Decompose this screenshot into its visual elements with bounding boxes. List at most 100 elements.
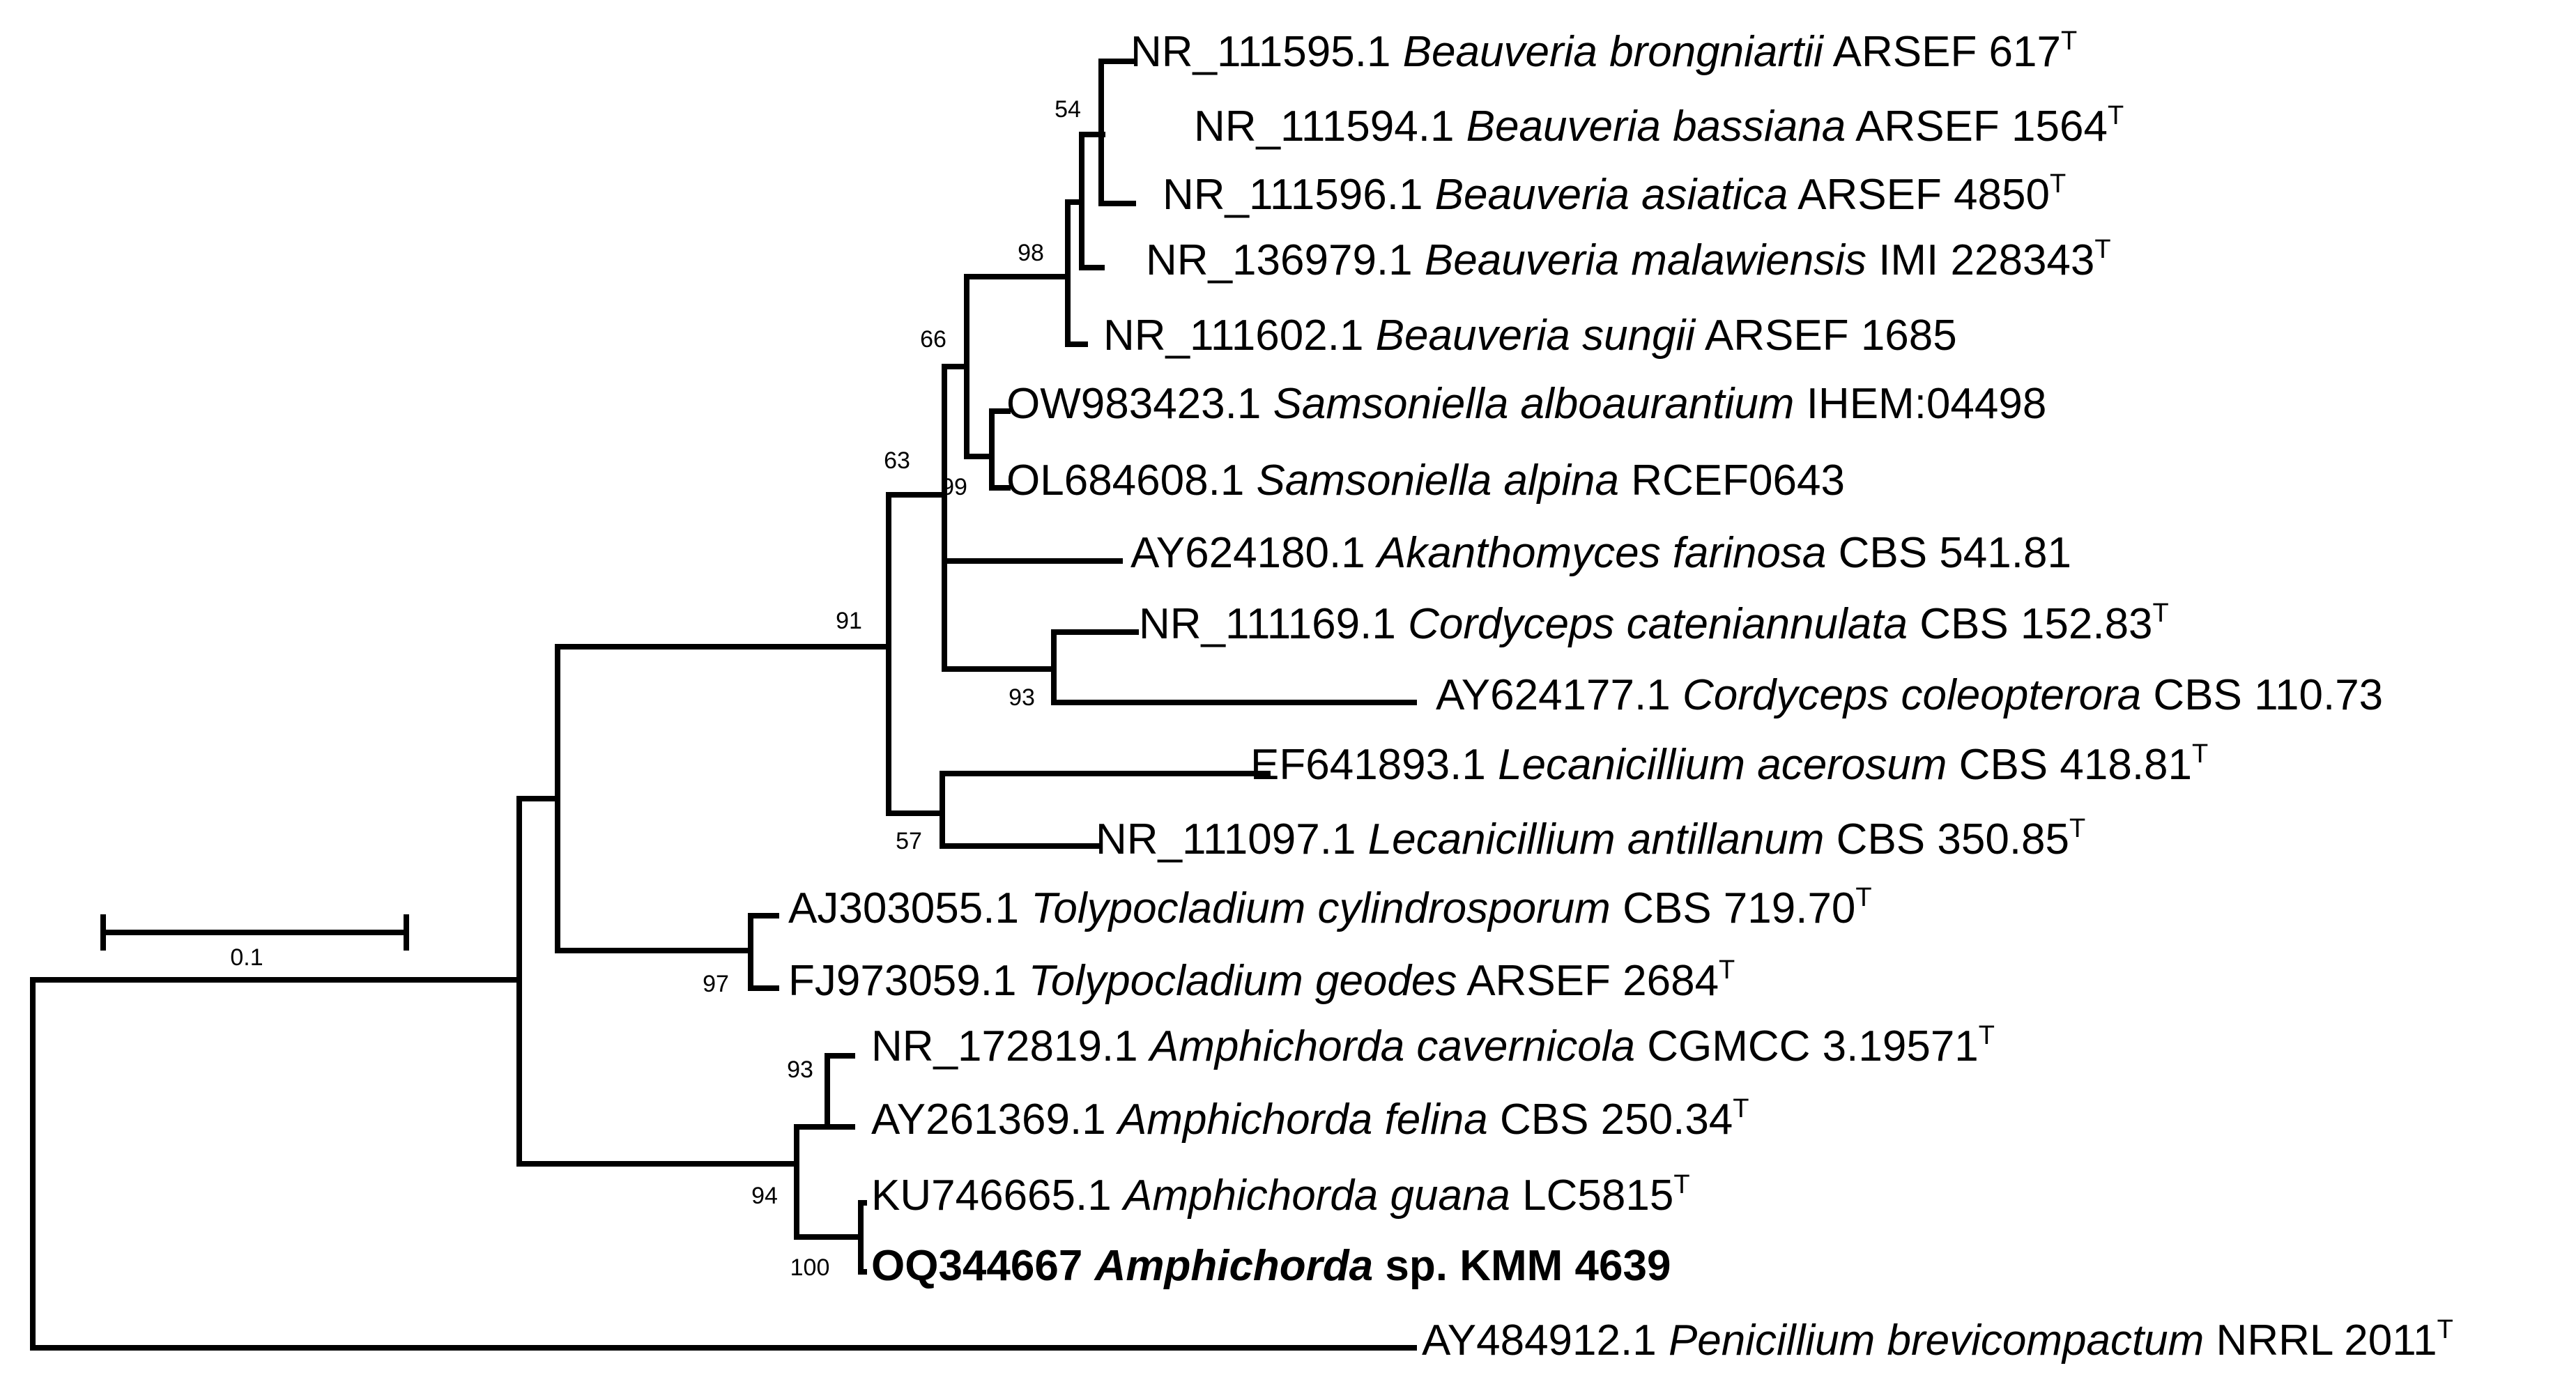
taxon-label: OW983423.1 Samsoniella alboaurantium IHE…: [1006, 380, 2046, 428]
taxon-strain: ARSEF 1685: [1705, 312, 1957, 360]
taxon-accession: NR_111602.1: [1103, 312, 1363, 360]
taxon-label: KU746665.1 Amphichorda guana LC5815T: [871, 1170, 1690, 1220]
taxon-label: NR_172819.1 Amphichorda cavernicola CGMC…: [871, 1021, 1995, 1070]
taxon-species: Cordyceps cateniannulata: [1408, 600, 1908, 648]
taxon-species: Samsoniella alpina: [1257, 456, 1619, 505]
taxon-accession: AY624180.1: [1130, 529, 1365, 577]
branch-node-98: [1065, 199, 1088, 347]
taxon-accession: NR_136979.1: [1146, 236, 1413, 284]
bootstrap-value: 93: [1009, 684, 1035, 711]
taxon-accession: OW983423.1: [1006, 380, 1261, 428]
taxon-species: Samsoniella alboaurantium: [1273, 380, 1795, 428]
branch-tolypocladium: [748, 913, 779, 991]
branch-node-91: [886, 492, 947, 816]
bootstrap-value: 54: [1055, 96, 1081, 123]
branch-ingroup: [516, 796, 799, 1167]
bootstrap-value: 63: [884, 447, 910, 474]
type-marker: T: [2437, 1315, 2453, 1344]
tree-branches: [30, 59, 1417, 1351]
type-marker: T: [2153, 599, 2169, 628]
taxon-strain: RCEF0643: [1631, 456, 1845, 505]
taxon-strain: ARSEF 4850: [1797, 171, 2050, 219]
taxon-accession: AY261369.1: [871, 1096, 1106, 1144]
taxon-label: NR_136979.1 Beauveria malawiensis IMI 22…: [1146, 235, 2111, 284]
scale-bar-label: 0.1: [230, 944, 263, 971]
type-marker: T: [1719, 955, 1735, 985]
taxon-species: Lecanicillium acerosum: [1498, 741, 1947, 789]
taxon-species: Penicillium brevicompactum: [1669, 1316, 2204, 1365]
bootstrap-value: 97: [703, 971, 729, 997]
branch-root: [30, 977, 1417, 1351]
taxon-species: Cordyceps coleopterora: [1682, 671, 2141, 719]
type-marker: T: [1979, 1021, 1995, 1050]
taxon-accession: NR_111169.1: [1139, 600, 1396, 648]
taxon-strain: ARSEF 617: [1833, 28, 2061, 76]
branch-node-63: [942, 364, 969, 624]
taxon-species: Amphichorda: [1094, 1242, 1374, 1290]
taxon-label: NR_111602.1 Beauveria sungii ARSEF 1685: [1103, 312, 1957, 360]
taxon-label: NR_111594.1 Beauveria bassiana ARSEF 156…: [1194, 101, 2124, 151]
type-marker: T: [2108, 101, 2124, 130]
taxon-label: AY261369.1 Amphichorda felina CBS 250.34…: [871, 1094, 1749, 1144]
taxon-label: AY624177.1 Cordyceps coleopterora CBS 11…: [1436, 671, 2383, 719]
taxon-species: Beauveria bassiana: [1466, 102, 1846, 151]
taxon-species: Beauveria sungii: [1376, 312, 1697, 360]
branch-cordyceps: [1051, 629, 1417, 705]
type-marker: T: [1673, 1170, 1689, 1199]
taxon-label: FJ973059.1 Tolypocladium geodes ARSEF 26…: [788, 955, 1735, 1005]
taxon-strain: LC5815: [1522, 1171, 1673, 1220]
taxon-strain: sp. KMM 4639: [1385, 1242, 1671, 1290]
taxon-labels: NR_111595.1 Beauveria brongniartii ARSEF…: [788, 26, 2453, 1365]
bootstrap-value: 98: [1018, 240, 1044, 266]
taxon-strain: ARSEF 1564: [1855, 102, 2108, 151]
taxon-species: Amphichorda cavernicola: [1147, 1022, 1635, 1070]
bootstrap-value: 93: [787, 1056, 813, 1083]
taxon-species: Lecanicillium antillanum: [1368, 815, 1825, 863]
taxon-strain: IHEM:04498: [1807, 380, 2047, 428]
taxon-label: NR_111595.1 Beauveria brongniartii ARSEF…: [1130, 26, 2077, 76]
bootstrap-value: 57: [896, 828, 922, 854]
type-marker: T: [2192, 739, 2208, 769]
taxon-accession: AY484912.1: [1422, 1316, 1657, 1365]
type-marker: T: [2061, 26, 2077, 56]
taxon-accession: NR_111097.1: [1096, 815, 1356, 863]
branch-node-66: [964, 274, 1071, 459]
taxon-strain: NRRL 2011: [2216, 1316, 2437, 1365]
branch-node-a: [555, 644, 891, 953]
taxon-strain: ARSEF 2684: [1466, 957, 1719, 1005]
taxon-label: EF641893.1 Lecanicillium acerosum CBS 41…: [1250, 739, 2208, 789]
type-marker: T: [1733, 1094, 1749, 1123]
bootstrap-value: 99: [941, 474, 967, 500]
branch-lecanicillium: [940, 771, 1271, 849]
branch-samsoniella: [989, 408, 1011, 491]
branch-amphichorda: [794, 1124, 864, 1240]
type-marker: T: [2069, 814, 2085, 843]
taxon-accession: NR_111595.1: [1130, 28, 1390, 76]
taxon-label: NR_111596.1 Beauveria asiatica ARSEF 485…: [1163, 169, 2066, 219]
taxon-species: Beauveria malawiensis: [1425, 236, 1866, 284]
taxon-strain: CBS 719.70: [1623, 884, 1855, 932]
taxon-strain: CBS 152.83: [1919, 600, 2152, 648]
branch-node-x: [942, 558, 1123, 672]
taxon-species: Beauveria asiatica: [1435, 171, 1788, 219]
taxon-accession: OL684608.1: [1006, 456, 1244, 505]
bootstrap-value: 100: [790, 1254, 830, 1281]
taxon-species: Akanthomyces farinosa: [1374, 529, 1826, 577]
type-marker: T: [1855, 883, 1871, 912]
bootstrap-value: 91: [836, 608, 862, 634]
taxon-label: NR_111097.1 Lecanicillium antillanum CBS…: [1096, 814, 2085, 863]
taxon-accession: AJ303055.1: [788, 884, 1019, 932]
taxon-accession: NR_111594.1: [1194, 102, 1454, 151]
taxon-species: Tolypocladium cylindrosporum: [1031, 884, 1611, 932]
taxon-species: Tolypocladium geodes: [1029, 957, 1457, 1005]
bootstrap-value: 66: [920, 326, 946, 353]
branch-amphichorda-a: [825, 1053, 855, 1130]
bootstrap-value: 94: [751, 1183, 778, 1209]
taxon-accession: AY624177.1: [1436, 671, 1671, 719]
type-marker: T: [2050, 169, 2066, 199]
taxon-accession: FJ973059.1: [788, 957, 1016, 1005]
taxon-label: AY624180.1 Akanthomyces farinosa CBS 541…: [1130, 529, 2071, 577]
taxon-label: NR_111169.1 Cordyceps cateniannulata CBS…: [1139, 599, 2169, 648]
taxon-accession: OQ344667: [871, 1242, 1082, 1290]
